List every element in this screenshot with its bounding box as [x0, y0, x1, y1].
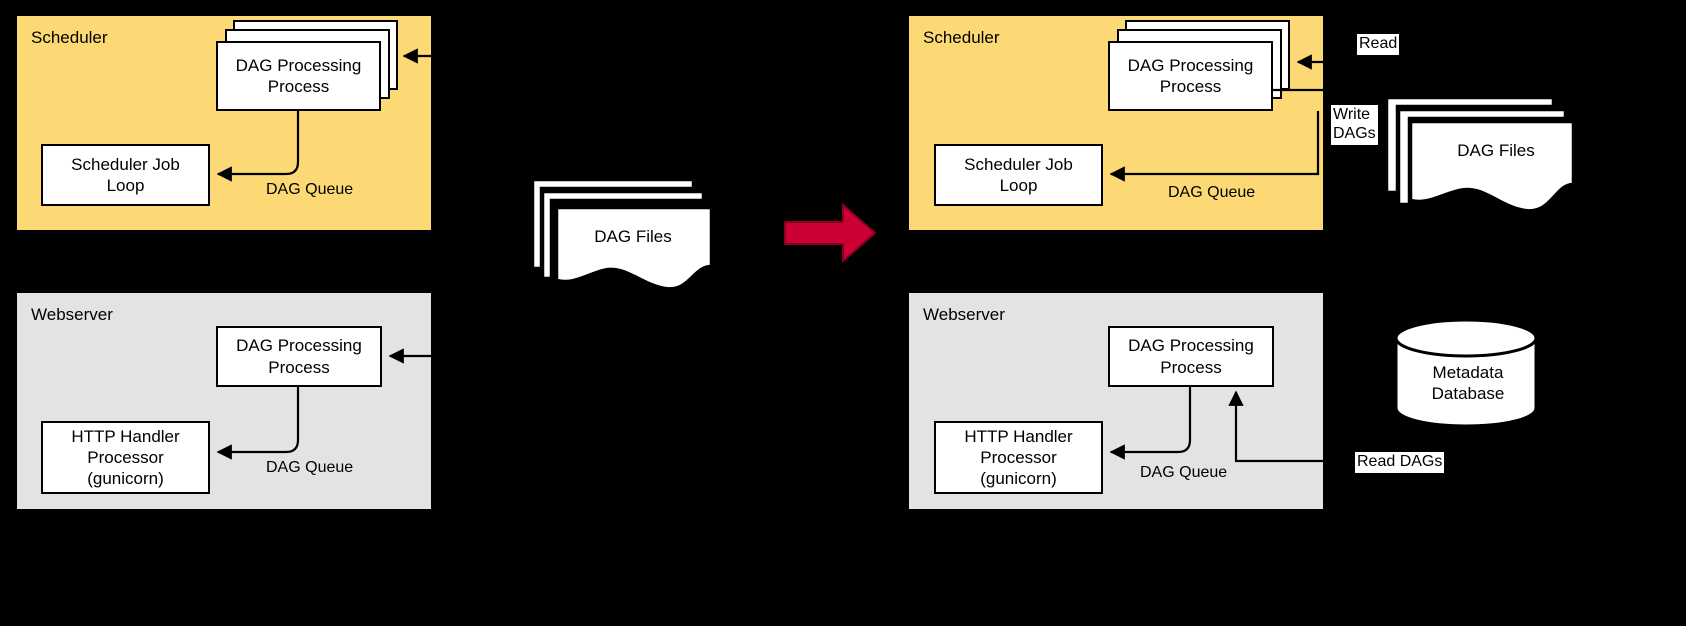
right-webserver-dag-queue-edge [1109, 387, 1192, 460]
right-scheduler-title: Scheduler [923, 28, 1000, 47]
right-webserver-http-handler[interactable]: HTTP Handler Processor (gunicorn) [934, 421, 1103, 494]
left-scheduler-dag-queue-label: DAG Queue [266, 181, 354, 198]
left-webserver-http-handler[interactable]: HTTP Handler Processor (gunicorn) [41, 421, 210, 494]
left-scheduler-dpp-line1: DAG Processing [235, 55, 362, 75]
right-scheduler-job-loop-line2: Loop [999, 176, 1038, 195]
right-scheduler-job-loop[interactable]: Scheduler Job Loop [934, 144, 1103, 206]
read-dags-label: Read DAGs [1355, 452, 1445, 473]
right-scheduler-job-loop-line1: Scheduler Job [964, 154, 1073, 174]
left-scheduler-dag-queue-edge [216, 111, 300, 182]
read-label: Read [1357, 34, 1400, 55]
left-webserver-http-handler-line2: Processor (gunicorn) [87, 447, 164, 489]
right-scheduler-dpp-line1: DAG Processing [1127, 55, 1254, 75]
right-webserver-title: Webserver [923, 305, 1005, 324]
left-scheduler-job-loop[interactable]: Scheduler Job Loop [41, 144, 210, 206]
left-webserver-dag-processing-process[interactable]: DAG Processing Process [216, 326, 382, 387]
metadata-database-shape [1393, 318, 1543, 428]
transition-right-arrow [784, 202, 877, 264]
right-webserver-dpp-line2: Process [1160, 357, 1222, 377]
left-webserver-dag-queue-label: DAG Queue [266, 459, 354, 476]
write-dags-label: Write DAGs [1331, 105, 1378, 145]
right-scheduler-dag-queue-edge [1109, 111, 1320, 182]
middle-dag-files-shape [531, 178, 713, 292]
right-dag-files-shape [1385, 96, 1575, 218]
right-scheduler-dag-processing-process[interactable]: DAG Processing Process [1108, 41, 1273, 111]
left-scheduler-title: Scheduler [31, 28, 108, 47]
left-webserver-dag-queue-edge [216, 387, 300, 460]
right-webserver-dpp-line1: DAG Processing [1128, 336, 1254, 356]
left-scheduler-job-loop-line1: Scheduler Job [71, 154, 180, 174]
left-webserver-http-handler-line1: HTTP Handler [71, 426, 180, 446]
right-dag-files-label: DAG Files [1457, 141, 1535, 160]
right-webserver-dag-queue-label: DAG Queue [1140, 464, 1228, 481]
metadata-db-line2: Database [1431, 384, 1505, 404]
right-scheduler-dpp-line2: Process [1159, 77, 1222, 96]
left-scheduler-job-loop-line2: Loop [106, 176, 145, 195]
middle-dag-files-label: DAG Files [594, 227, 672, 246]
left-webserver-title: Webserver [31, 305, 113, 324]
right-webserver-dag-processing-process[interactable]: DAG Processing Process [1108, 326, 1274, 387]
write-dags-line1: Write [1333, 106, 1371, 123]
left-scheduler-dag-processing-process[interactable]: DAG Processing Process [216, 41, 381, 111]
read-dags-edge [1228, 390, 1332, 463]
left-webserver-dpp-line1: DAG Processing [236, 336, 362, 356]
right-scheduler-dag-queue-label: DAG Queue [1168, 184, 1256, 201]
right-webserver-http-handler-line2: Processor (gunicorn) [980, 447, 1057, 489]
left-webserver-dpp-line2: Process [268, 357, 330, 377]
metadata-db-line1: Metadata [1432, 363, 1504, 382]
right-webserver-http-handler-line1: HTTP Handler [964, 426, 1073, 446]
metadata-database-label: Metadata Database [1393, 362, 1543, 404]
left-scheduler-dpp-line2: Process [267, 77, 330, 96]
write-dags-line2: DAGs [1333, 124, 1376, 142]
